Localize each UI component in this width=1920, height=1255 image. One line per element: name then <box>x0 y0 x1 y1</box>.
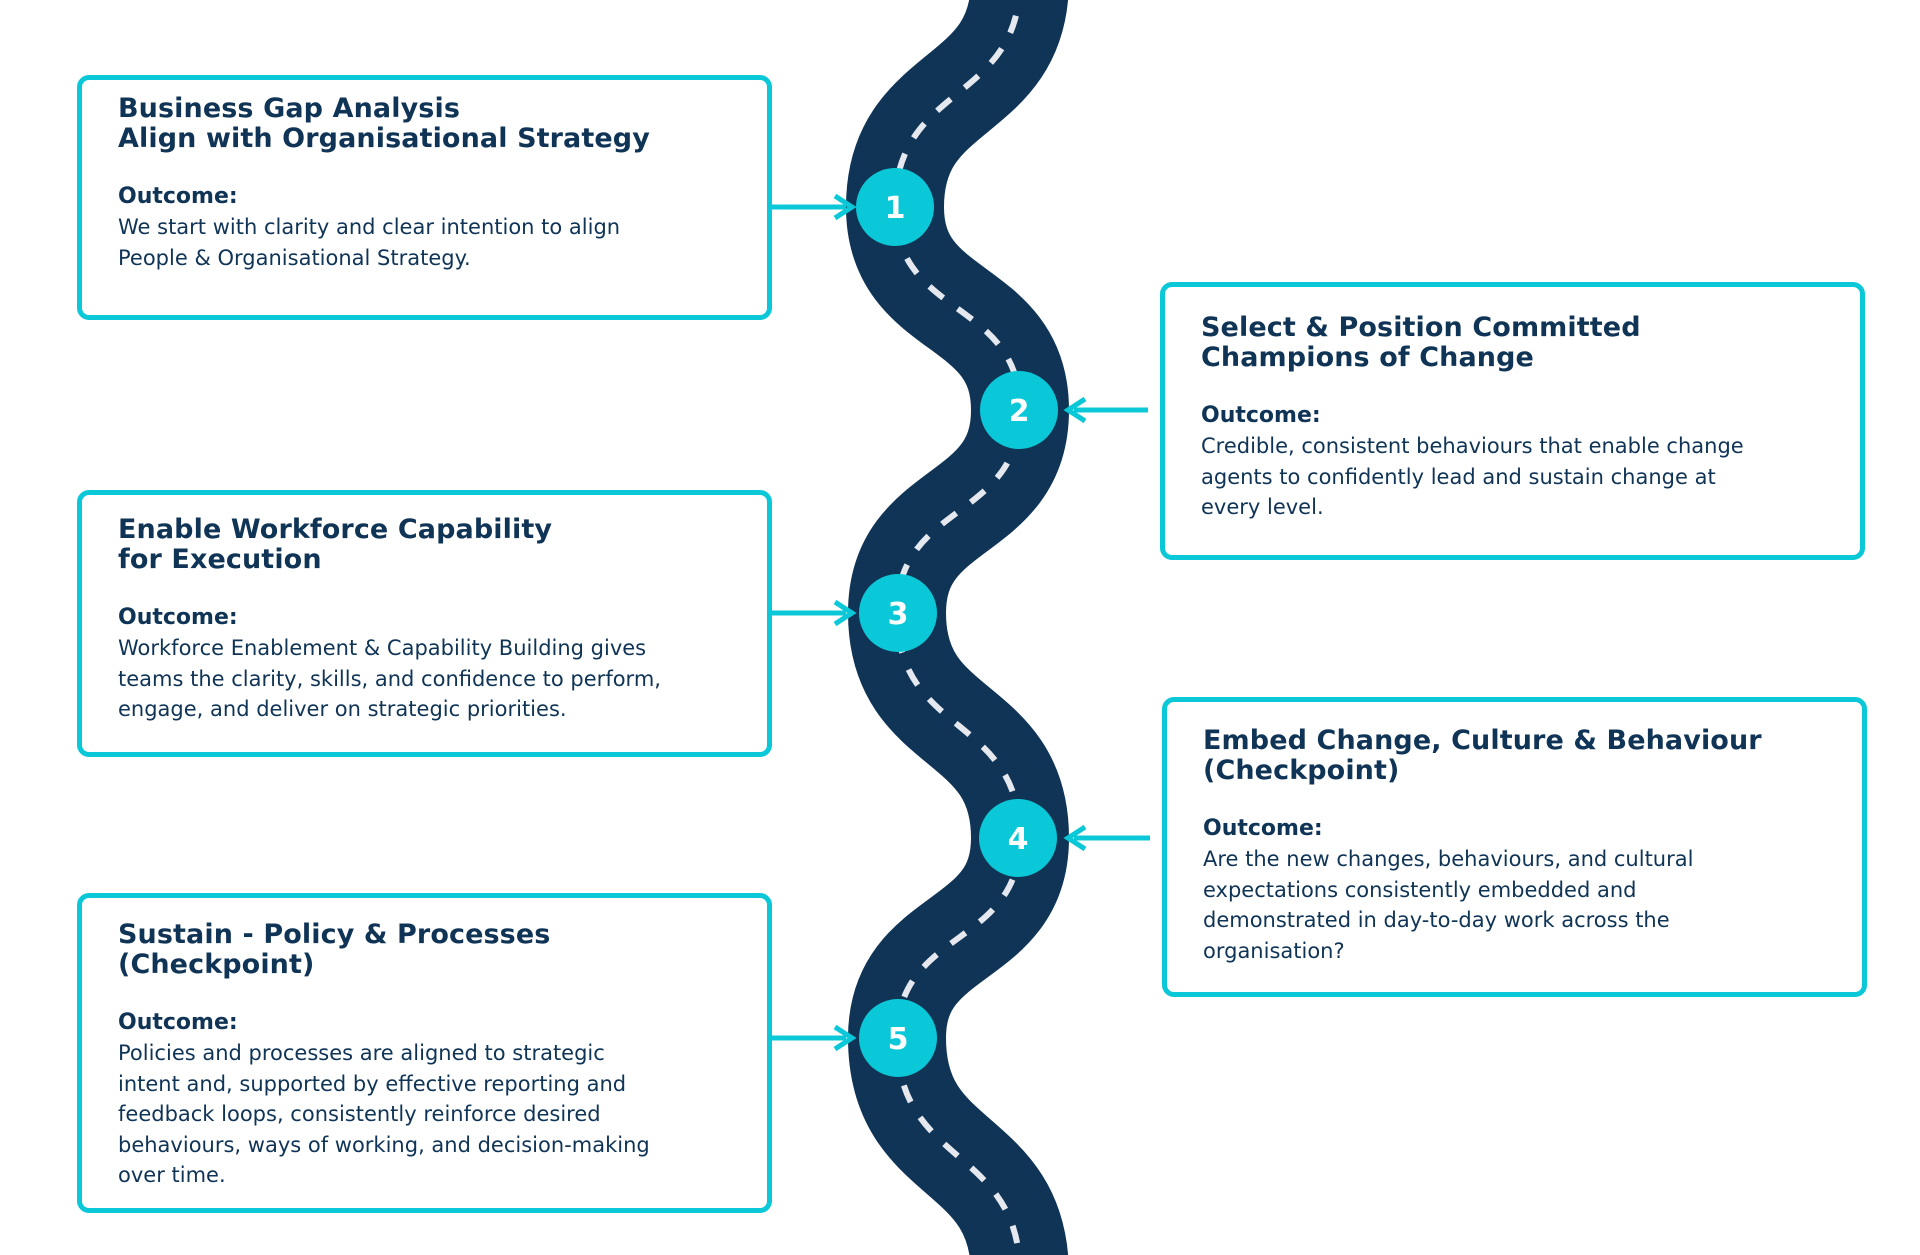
outcome-line: demonstrated in day-to-day work across t… <box>1203 908 1670 932</box>
step-card-4: Embed Change, Culture & Behaviour (Check… <box>1162 697 1867 997</box>
step-title-line: for Execution <box>118 544 322 575</box>
arrow-right-icon <box>833 599 857 627</box>
arrow-right-icon <box>833 193 857 221</box>
step-title: Enable Workforce Capability for Executio… <box>118 515 743 575</box>
step-card-5: Sustain - Policy & Processes (Checkpoint… <box>77 893 772 1213</box>
step-title: Sustain - Policy & Processes (Checkpoint… <box>118 920 743 980</box>
milestone-3[interactable]: 3 <box>859 574 937 652</box>
step-title-line: (Checkpoint) <box>118 949 315 980</box>
milestone-circle <box>859 999 937 1077</box>
arrow-left-icon <box>1063 824 1087 852</box>
outcome-line: expectations consistently embedded and <box>1203 877 1637 902</box>
milestone-number: 3 <box>888 597 909 632</box>
outcome-line: Workforce Enablement & Capability Buildi… <box>118 636 647 660</box>
outcome-line: intent and, supported by effective repor… <box>118 1071 627 1096</box>
connector-step-3 <box>772 599 857 627</box>
outcome-line: teams the clarity, skills, and confidenc… <box>118 666 661 691</box>
step-title-line: (Checkpoint) <box>1203 755 1400 786</box>
milestone-circle <box>859 574 937 652</box>
step-card-1: Business Gap Analysis Align with Organis… <box>77 75 772 320</box>
milestone-number: 1 <box>885 191 906 226</box>
outcome-line: Are the new changes, behaviours, and cul… <box>1203 847 1694 871</box>
outcome-line: agents to confidently lead and sustain c… <box>1201 464 1716 489</box>
milestone-circle <box>856 168 934 246</box>
step-title-line: Select & Position Committed <box>1201 312 1641 343</box>
step-title-line: Sustain - Policy & Processes <box>118 919 551 950</box>
arrow-right-icon <box>833 1024 857 1052</box>
outcome-text: We start with clarity and clear intentio… <box>118 212 743 273</box>
outcome-label: Outcome: <box>118 1010 238 1035</box>
outcome-text: Credible, consistent behaviours that ena… <box>1201 431 1836 523</box>
step-title-line: Business Gap Analysis <box>118 93 460 124</box>
step-title-line: Embed Change, Culture & Behaviour <box>1203 725 1762 756</box>
outcome-line: We start with clarity and clear intentio… <box>118 215 621 239</box>
outcome-label: Outcome: <box>118 605 238 630</box>
connector-step-4 <box>1063 824 1150 852</box>
step-title-line: Enable Workforce Capability <box>118 514 553 545</box>
outcome-line: Credible, consistent behaviours that ena… <box>1201 434 1744 458</box>
milestone-1[interactable]: 1 <box>856 168 934 246</box>
step-card-2: Select & Position Committed Champions of… <box>1160 282 1865 560</box>
outcome-text: Are the new changes, behaviours, and cul… <box>1203 844 1838 966</box>
milestone-number: 2 <box>1009 394 1030 429</box>
connector-step-5 <box>772 1024 857 1052</box>
connectors <box>772 193 1150 1052</box>
milestone-5[interactable]: 5 <box>859 999 937 1077</box>
arrow-left-icon <box>1063 396 1087 424</box>
outcome-line: engage, and deliver on strategic priorit… <box>118 697 567 721</box>
outcome-line: behaviours, ways of working, and decisio… <box>118 1132 650 1157</box>
milestone-circle <box>979 799 1057 877</box>
step-card-3: Enable Workforce Capability for Executio… <box>77 490 772 757</box>
milestone-2[interactable]: 2 <box>980 371 1058 449</box>
step-title-line: Champions of Change <box>1201 342 1534 373</box>
milestone-circle <box>980 371 1058 449</box>
outcome-line: over time. <box>118 1163 226 1187</box>
outcome-text: Policies and processes are aligned to st… <box>118 1038 743 1191</box>
outcome-label: Outcome: <box>1201 403 1321 428</box>
outcome-line: People & Organisational Strategy. <box>118 245 471 270</box>
step-title: Business Gap Analysis Align with Organis… <box>118 94 743 154</box>
connector-step-1 <box>772 193 857 221</box>
outcome-line: feedback loops, consistently reinforce d… <box>118 1102 601 1126</box>
step-title: Select & Position Committed Champions of… <box>1201 313 1836 373</box>
outcome-text: Workforce Enablement & Capability Buildi… <box>118 633 743 725</box>
outcome-label: Outcome: <box>118 184 238 209</box>
milestone-number: 5 <box>888 1022 909 1057</box>
outcome-label: Outcome: <box>1203 816 1323 841</box>
step-title-line: Align with Organisational Strategy <box>118 123 650 154</box>
milestones: 1 2 3 4 5 <box>856 168 1058 1077</box>
milestone-number: 4 <box>1008 822 1029 857</box>
connector-step-2 <box>1063 396 1148 424</box>
step-title: Embed Change, Culture & Behaviour (Check… <box>1203 726 1838 786</box>
outcome-line: Policies and processes are aligned to st… <box>118 1041 605 1065</box>
outcome-line: every level. <box>1201 495 1324 519</box>
outcome-line: organisation? <box>1203 938 1345 963</box>
milestone-4[interactable]: 4 <box>979 799 1057 877</box>
